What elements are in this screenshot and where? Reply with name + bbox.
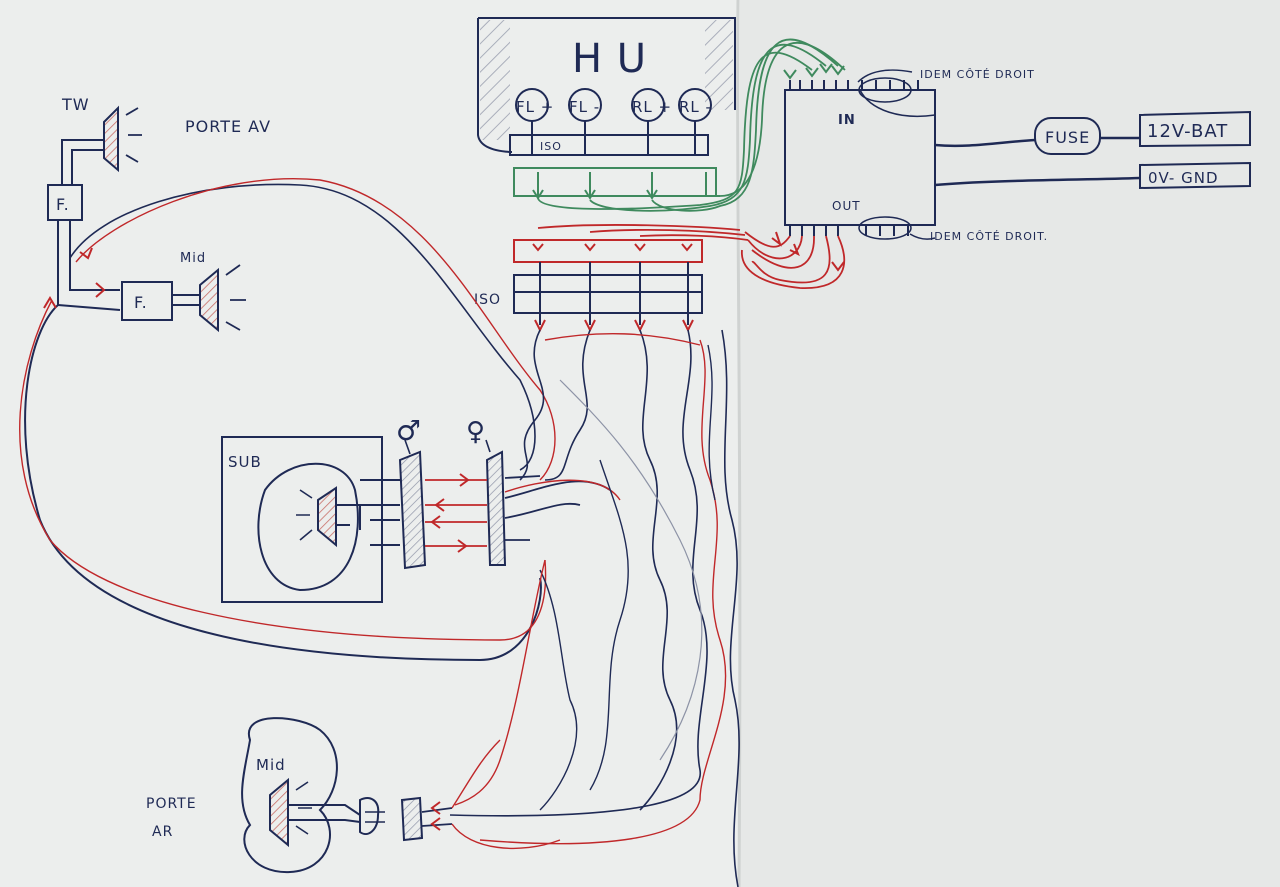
- tw-label: TW: [61, 95, 90, 114]
- filter-box-top: [47, 184, 83, 221]
- filter-mid-label: F.: [134, 293, 148, 312]
- sub-label: SUB: [228, 453, 262, 471]
- paper-left: [0, 0, 740, 887]
- mid-rear-speaker-icon: [269, 777, 289, 848]
- female-symbol: ♀: [466, 417, 486, 447]
- idem-top-label: IDEM CÔTÉ DROIT: [920, 68, 1035, 81]
- porte-ar-label-1: PORTE: [146, 796, 197, 812]
- wire-harness: [449, 329, 740, 887]
- paper-fold: [736, 0, 742, 887]
- subwoofer: SUB: [221, 436, 400, 603]
- bat-label: 12V-BAT: [1147, 121, 1228, 142]
- fuse-box: [1034, 117, 1101, 155]
- fl-minus-label: FL -: [569, 98, 600, 116]
- power-section: FUSE 12V-BAT 0V- GND: [934, 110, 1251, 190]
- tweeter-icon: [103, 105, 119, 173]
- rear-door-speaker: Mid PORTE AR: [146, 717, 561, 874]
- male-connector: [398, 450, 427, 570]
- iso-adapter-input: [513, 38, 846, 212]
- sub-speaker-icon: [317, 486, 337, 548]
- filter-box-mid: [121, 281, 173, 321]
- iso-bottom-label: ISO: [474, 292, 501, 308]
- gnd-label: 0V- GND: [1148, 169, 1219, 187]
- rear-female-connector: [400, 796, 424, 842]
- iso-connector-top: [509, 134, 709, 156]
- rl-minus-label: RL -: [679, 98, 712, 116]
- porte-av-label: PORTE AV: [185, 117, 271, 136]
- mid-front-label: Mid: [180, 251, 206, 266]
- porte-ar-label-2: AR: [152, 824, 173, 840]
- iso-top-label: ISO: [540, 140, 562, 153]
- iso-connector-bottom: [513, 274, 703, 314]
- battery-terminal: [1139, 110, 1251, 148]
- fuse-label: FUSE: [1045, 128, 1090, 147]
- amp-in-label: IN: [838, 113, 856, 128]
- amp-out-label: OUT: [832, 199, 861, 213]
- hu-label: H U: [572, 36, 647, 82]
- front-door-speakers: TW PORTE AV F. F. Mid: [19, 95, 556, 662]
- amplifier: IN OUT IDEM CÔTÉ DROIT IDEM CÔTÉ DROIT.: [741, 68, 1048, 289]
- female-connector: [485, 450, 507, 566]
- mid-rear-label: Mid: [256, 756, 286, 774]
- ground-terminal: [1139, 161, 1251, 190]
- head-unit: H U FL + FL - RL + RL - ISO: [477, 17, 736, 156]
- paper-right: [740, 0, 1280, 887]
- mid-front-speaker-icon: [199, 267, 219, 333]
- fl-plus-label: FL +: [516, 98, 554, 116]
- rl-plus-label: RL +: [632, 98, 672, 116]
- rear-male-connector: [359, 797, 380, 835]
- male-symbol: ♂: [396, 414, 422, 447]
- filter-top-label: F.: [56, 195, 70, 214]
- sub-connectors: ♂ ♀: [396, 414, 621, 570]
- idem-bottom-label: IDEM CÔTÉ DROIT.: [930, 230, 1048, 243]
